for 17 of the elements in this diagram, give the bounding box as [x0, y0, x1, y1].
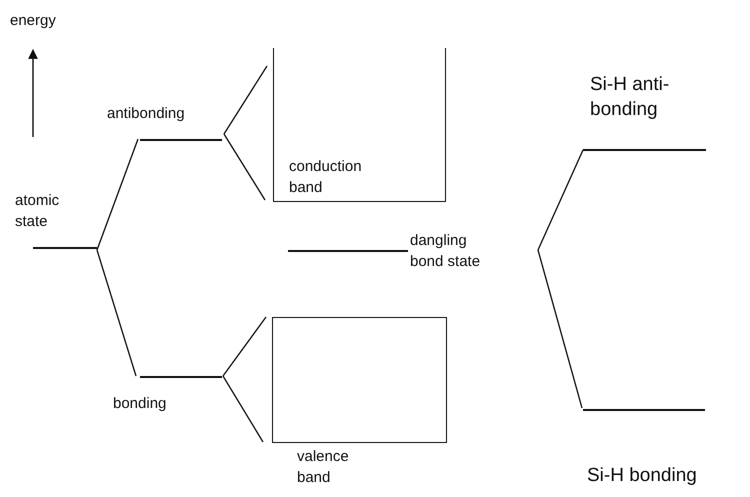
energy-level-label: dangling bond state [410, 231, 482, 272]
connector-line [223, 134, 266, 200]
connector-line [96, 250, 137, 376]
connector-line [222, 316, 267, 376]
energy-level-label: antibonding [107, 104, 186, 124]
connector-line [537, 150, 584, 250]
connector-line [222, 376, 264, 442]
energy-level-label: valence band [297, 447, 350, 488]
energy-level-label: atomic state [15, 191, 60, 232]
energy-level-label: Si-H bonding [587, 464, 698, 488]
connector-line [223, 66, 268, 134]
energy-level-label: bonding [113, 394, 168, 414]
axis-label: energy [10, 11, 56, 31]
energy-level-label: conduction band [289, 157, 363, 198]
connector-line [537, 250, 583, 408]
connector-line [96, 138, 139, 250]
energy-level-label: Si-H anti-bonding [590, 73, 670, 122]
